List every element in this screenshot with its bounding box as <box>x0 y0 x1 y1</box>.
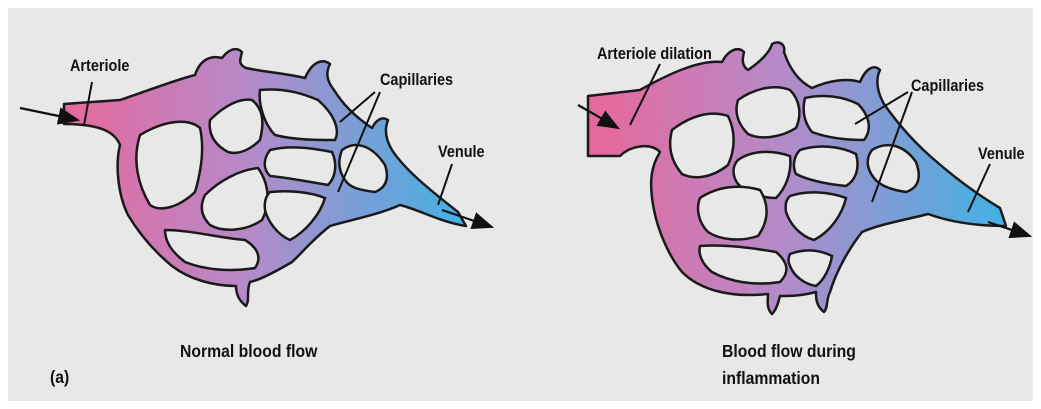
left-venule-label: Venule <box>438 142 485 162</box>
panel-letter: (a) <box>50 364 69 391</box>
right-caption-line2: inflammation <box>722 365 820 392</box>
right-outflow-arrow <box>988 222 1030 236</box>
right-arteriole-dilation-label: Arteriole dilation <box>597 44 712 64</box>
left-capillaries-label: Capillaries <box>380 70 453 90</box>
right-caption-line1: Blood flow during <box>722 338 856 365</box>
right-venule-label: Venule <box>978 144 1025 164</box>
left-arteriole-label: Arteriole <box>70 56 129 76</box>
right-capillaries-label: Capillaries <box>911 76 984 96</box>
left-caption: Normal blood flow <box>180 338 317 365</box>
